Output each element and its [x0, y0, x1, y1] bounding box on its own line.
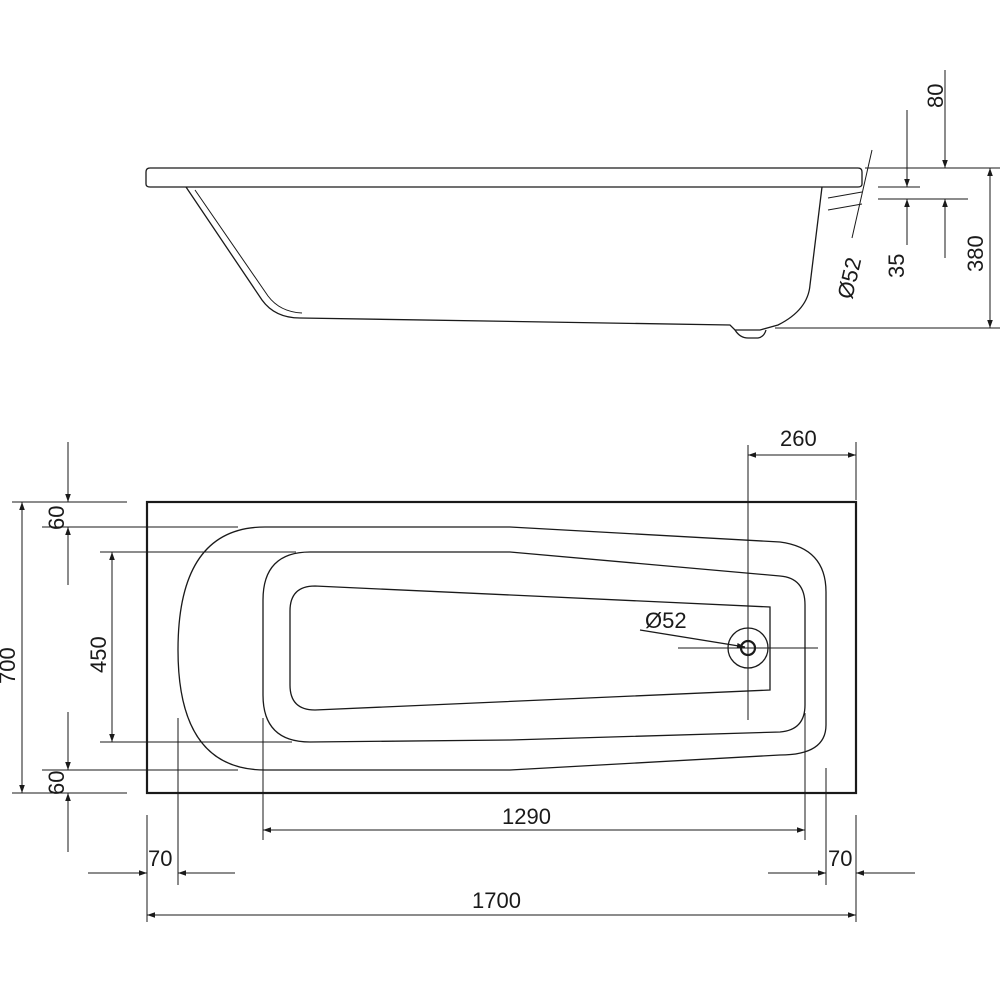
dim700-label: 700 [0, 647, 20, 684]
dim260-label: 260 [780, 426, 817, 451]
dim380-label: 380 [963, 235, 988, 272]
dim70-left-label: 70 [148, 846, 172, 871]
drain-diameter-label: Ø52 [645, 608, 687, 633]
side-view: Ø52 35 80 380 [145, 70, 1000, 339]
overflow-diameter-label: Ø52 [833, 255, 867, 301]
top-view: Ø52 260 60 450 700 60 1 [0, 426, 915, 922]
dim60-top-label: 60 [44, 506, 69, 530]
overflow-mark-2 [827, 203, 863, 211]
dim60-bottom-label: 60 [44, 771, 69, 795]
side-inner-wall [194, 189, 303, 314]
side-rim [145, 167, 863, 188]
top-basin-outer [177, 526, 827, 771]
dim70-right-label: 70 [828, 846, 852, 871]
side-drain-bump [734, 329, 767, 339]
dim1700-label: 1700 [472, 888, 521, 913]
dim80-label: 80 [923, 84, 948, 108]
top-outer-rim [145, 500, 858, 795]
side-body [185, 186, 823, 331]
top-basin-middle [262, 551, 806, 743]
dim1290-label: 1290 [502, 804, 551, 829]
top-basin-floor [289, 585, 771, 711]
drain-leader [639, 629, 746, 649]
dim450-label: 450 [86, 636, 111, 673]
overflow-leader [851, 149, 873, 239]
overflow-mark-1 [827, 191, 863, 199]
dim35-label: 35 [884, 254, 909, 278]
